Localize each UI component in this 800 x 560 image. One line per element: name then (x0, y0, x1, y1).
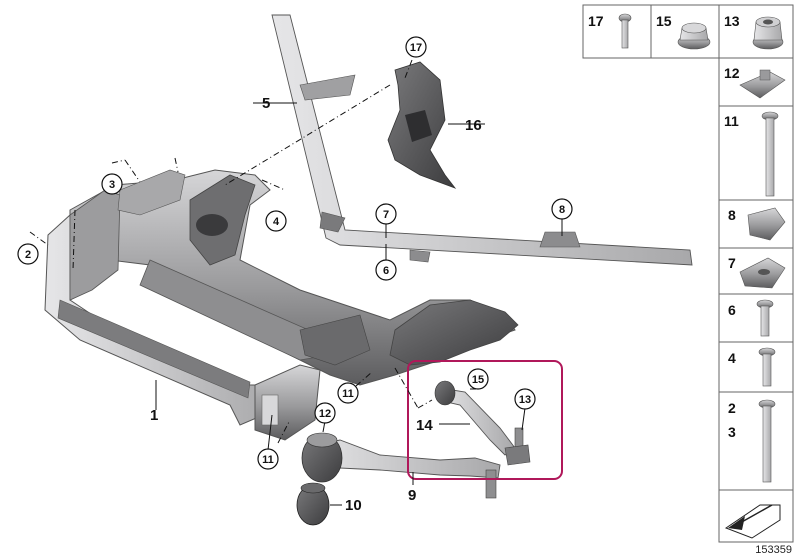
parts-panel: 17 15 13 12 11 8 7 6 4 2 3 (582, 4, 794, 543)
label-9: 9 (408, 487, 416, 504)
panel-label-4: 4 (728, 350, 736, 366)
wishbone-arm (301, 432, 501, 499)
svg-text:7: 7 (383, 209, 389, 221)
svg-text:6: 6 (383, 265, 389, 277)
bolt-icon (758, 347, 776, 387)
heat-shield (387, 61, 457, 189)
svg-text:11: 11 (342, 388, 354, 400)
svg-text:11: 11 (262, 454, 274, 466)
svg-text:17: 17 (410, 42, 422, 54)
dash-dot-lines (29, 59, 433, 444)
svg-text:2: 2 (25, 249, 31, 261)
hex-nut-icon (752, 16, 784, 50)
callout-12: 12 (314, 402, 336, 424)
callout-13: 13 (514, 388, 536, 410)
clip-nut-icon (739, 69, 786, 99)
panel-label-13: 13 (724, 13, 740, 29)
panel-label-17: 17 (588, 13, 604, 29)
panel-label-12: 12 (724, 65, 740, 81)
front-axle-carrier (44, 169, 519, 441)
flange-bolt-icon (756, 299, 774, 337)
panel-label-15: 15 (656, 13, 672, 29)
callout-7: 7 (375, 203, 397, 225)
tension-strut (434, 380, 531, 466)
long-flange-bolt-icon (758, 399, 776, 483)
svg-text:15: 15 (472, 374, 484, 386)
callout-4: 4 (265, 210, 287, 232)
panel-label-11: 11 (724, 113, 739, 129)
callout-11-upper: 11 (337, 382, 359, 404)
highlight-frame (407, 360, 563, 480)
flange-nut-icon (677, 22, 711, 50)
spring-nut-icon (747, 207, 786, 241)
rubber-mount (296, 482, 330, 526)
callout-17: 17 (405, 36, 427, 58)
svg-text:12: 12 (319, 408, 331, 420)
panel-label-7: 7 (728, 255, 736, 271)
panel-label-3: 3 (728, 424, 736, 440)
callout-15: 15 (467, 368, 489, 390)
long-bolt-icon (761, 111, 779, 197)
svg-text:8: 8 (559, 204, 565, 216)
svg-text:13: 13 (519, 394, 531, 406)
callout-3: 3 (101, 173, 123, 195)
label-10: 10 (345, 497, 362, 514)
callout-2: 2 (17, 243, 39, 265)
cage-nut-icon (739, 257, 786, 289)
callout-11-lower: 11 (257, 448, 279, 470)
svg-text:3: 3 (109, 179, 115, 191)
label-5: 5 (262, 95, 270, 112)
strut-brace (271, 14, 693, 266)
callout-6: 6 (375, 259, 397, 281)
screw-icon (618, 13, 632, 49)
callout-8: 8 (551, 198, 573, 220)
svg-text:4: 4 (273, 216, 280, 228)
label-1: 1 (150, 407, 158, 424)
image-number: 153359 (755, 544, 792, 556)
label-16: 16 (465, 117, 482, 134)
panel-label-2: 2 (728, 400, 736, 416)
panel-label-8: 8 (728, 207, 736, 223)
label-14: 14 (416, 417, 433, 434)
leader-lines (155, 102, 563, 506)
panel-label-6: 6 (728, 302, 736, 318)
page-corner-arrow-icon (724, 504, 781, 539)
